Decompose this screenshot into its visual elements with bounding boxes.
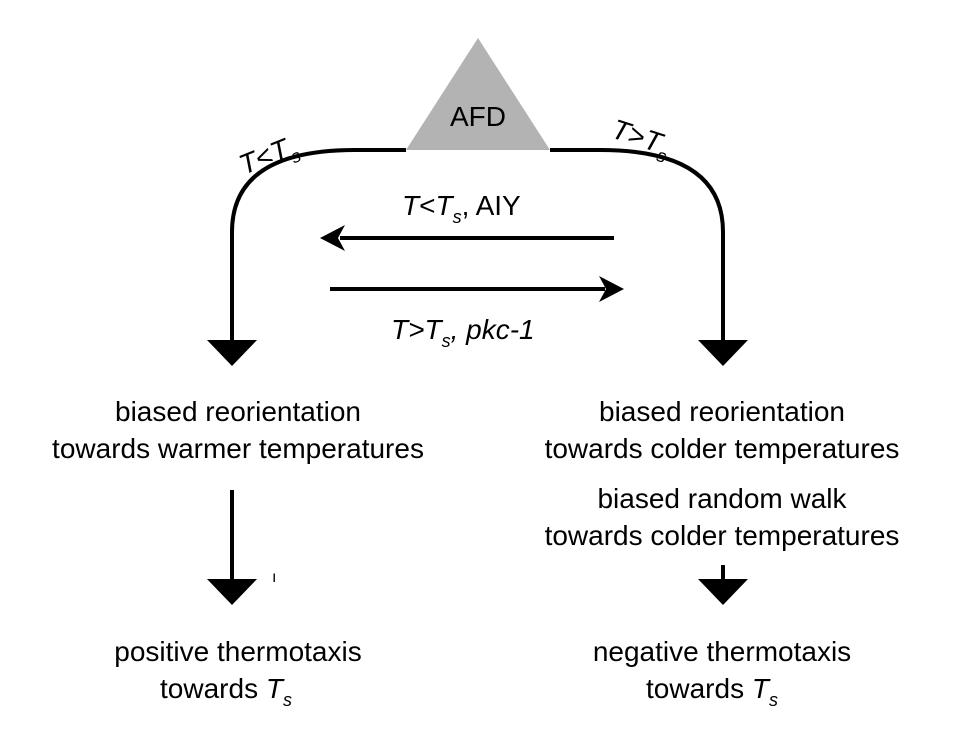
right-behavior2-line2: towards colder temperatures: [545, 520, 900, 551]
left-behavior-line1: biased reorientation: [115, 396, 361, 427]
right-behavior2-line1: biased random walk: [597, 483, 847, 514]
bottom-arrow-label: T>Ts, pkc-1: [391, 314, 535, 351]
left-branch-label: T<Ts: [235, 130, 304, 187]
left-branch-curve: [230, 148, 406, 345]
left-result-arrowhead: [207, 579, 257, 605]
stray-mark: ı: [272, 569, 276, 586]
right-result-line1: negative thermotaxis: [593, 636, 851, 667]
bottom-arrow-head: [599, 276, 624, 302]
left-result-line1: positive thermotaxis: [114, 636, 361, 667]
right-branch-curve: [550, 148, 725, 345]
left-result-line2: towards Ts: [160, 673, 292, 710]
right-behavior-line2: towards colder temperatures: [545, 433, 900, 464]
top-arrow-label: T<Ts, AIY: [402, 190, 521, 227]
right-branch-label: T>Ts: [606, 113, 674, 167]
left-branch-arrowhead: [207, 340, 257, 366]
right-result-arrowhead: [698, 579, 748, 605]
right-branch-arrowhead: [698, 340, 748, 366]
right-result-line2: towards Ts: [646, 673, 778, 710]
afd-label: AFD: [450, 101, 506, 132]
right-behavior-line1: biased reorientation: [599, 396, 845, 427]
left-behavior-line2: towards warmer temperatures: [52, 433, 424, 464]
top-arrow-head: [320, 225, 345, 251]
afd-triangle: [406, 38, 550, 150]
